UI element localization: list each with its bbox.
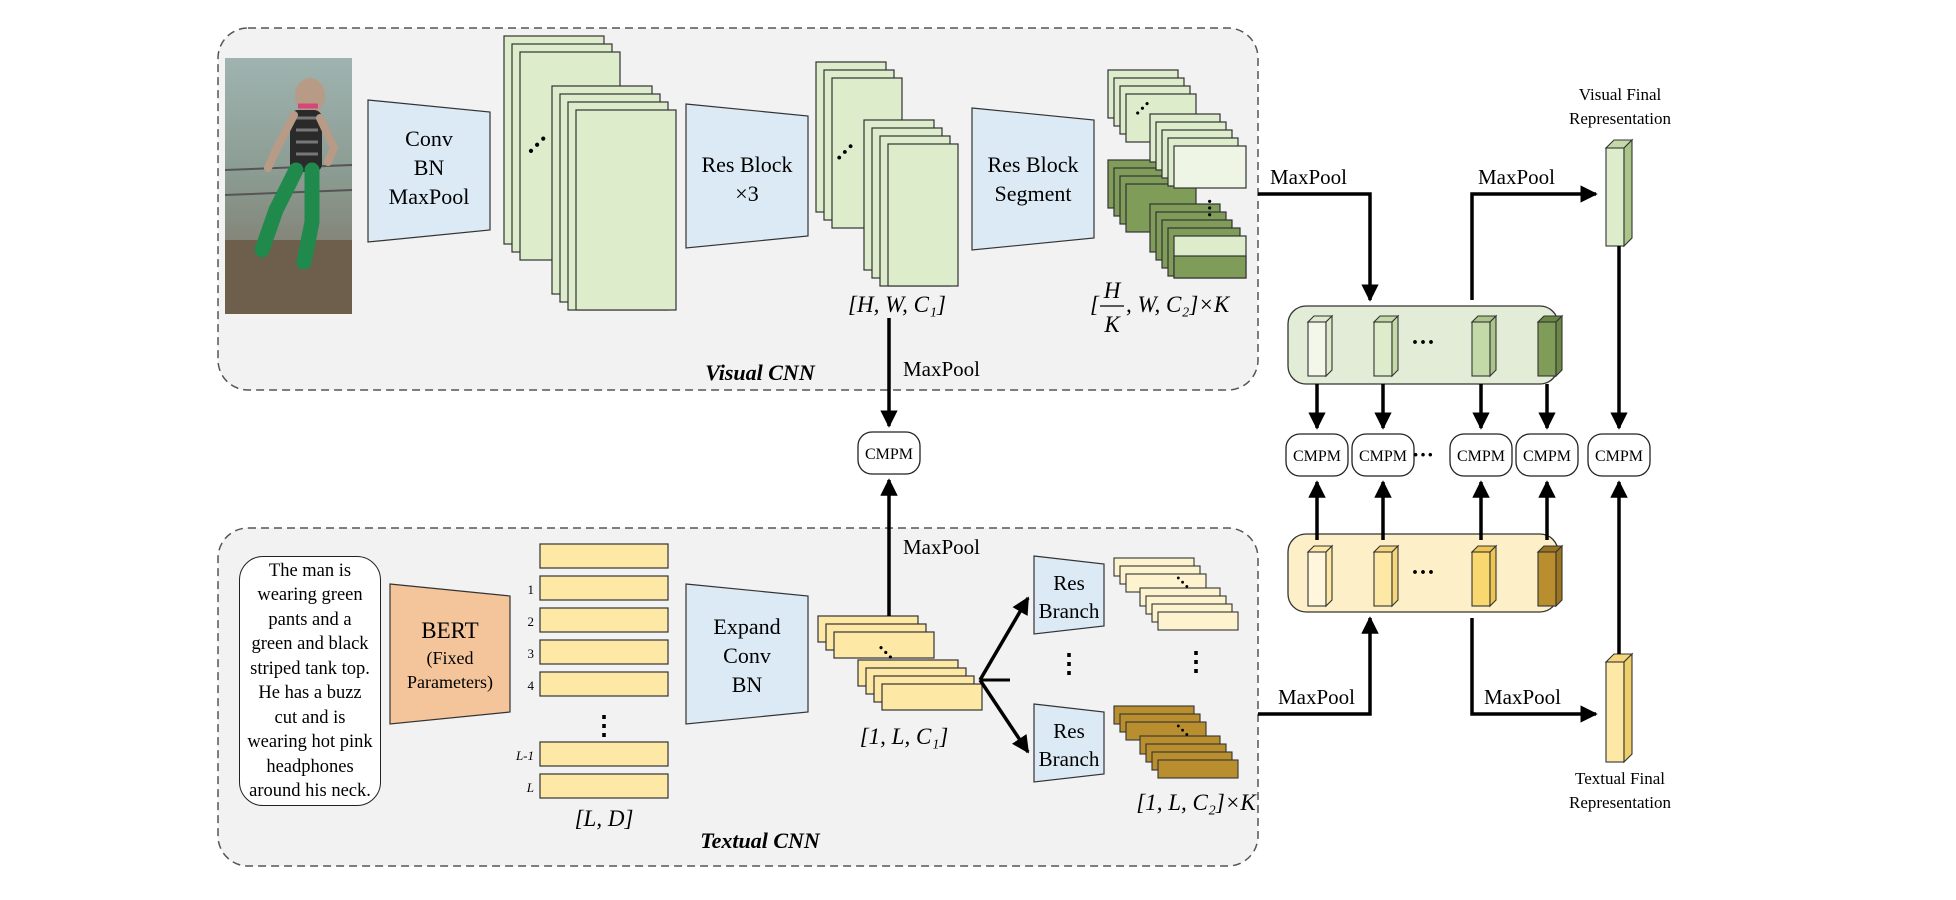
token-embedding-l bbox=[539, 773, 669, 799]
token-index-4: 4 bbox=[528, 678, 535, 693]
text-feature-stack-1: ··· [1, L, C₁] bbox=[817, 615, 983, 749]
shape-1-l-c1: [1, L, C₁] bbox=[860, 724, 949, 749]
conv-label: Conv bbox=[405, 126, 453, 151]
visual-final-line2: Representation bbox=[1569, 109, 1671, 128]
shape2-numerator: H bbox=[1103, 278, 1122, 303]
shape-1-l-c2-k: [1, L, C₂]×K bbox=[1136, 790, 1257, 815]
textual-parts-dots: ··· bbox=[1411, 560, 1435, 586]
visual-part-feature-4 bbox=[1536, 314, 1564, 378]
token-index-3: 3 bbox=[528, 646, 535, 661]
res-block-seg-label: Res Block bbox=[987, 152, 1078, 177]
expand-conv-label: Conv bbox=[723, 643, 771, 668]
visual-parts-dots: ··· bbox=[1411, 330, 1435, 356]
cmpm-part-label-2: CMPM bbox=[1359, 448, 1407, 465]
token-index-1: 1 bbox=[528, 582, 535, 597]
textual-part-feature-2 bbox=[1372, 544, 1400, 608]
expand-label: Expand bbox=[713, 614, 780, 639]
input-caption: The man is wearing green pants and a gre… bbox=[239, 556, 381, 806]
token-embedding-4 bbox=[539, 671, 669, 697]
cmpm-part-1: CMPM bbox=[1285, 433, 1349, 477]
maxpool-label: MaxPool bbox=[389, 184, 470, 209]
expand-conv-bn-block: Expand Conv BN bbox=[685, 583, 809, 725]
token-embedding-l-1 bbox=[539, 741, 669, 767]
feature-map-stack-1: ··· bbox=[503, 35, 677, 311]
shape2-rest: , W, C₂]×K bbox=[1126, 292, 1231, 317]
res-branch-top: Res Branch bbox=[1033, 555, 1105, 635]
res-branch-top-line1: Res bbox=[1053, 571, 1085, 595]
cmpm-part-2: CMPM bbox=[1351, 433, 1415, 477]
feature-map-stack-2: ··· [H, W, C₁] bbox=[815, 61, 959, 317]
token-index-l-1: L-1 bbox=[515, 748, 534, 763]
cmpm-global-label: CMPM bbox=[865, 446, 913, 463]
visual-final-representation: Visual Final Representation bbox=[1569, 85, 1671, 248]
cmpm-part-label-3: CMPM bbox=[1457, 448, 1505, 465]
textual-part-feature-3 bbox=[1470, 544, 1498, 608]
visual-part-feature-3 bbox=[1470, 314, 1498, 378]
cmpm-global: CMPM bbox=[857, 431, 921, 475]
cmpm-final-label: CMPM bbox=[1595, 448, 1643, 465]
res-branch-bottom-line2: Branch bbox=[1039, 747, 1100, 771]
shape2-denominator: K bbox=[1103, 312, 1121, 337]
maxpool-visual-final: MaxPool bbox=[1478, 165, 1555, 189]
conv-bn-maxpool-block: Conv BN MaxPool bbox=[367, 99, 491, 243]
token-embedding-0 bbox=[539, 543, 669, 569]
cmpm-part-label-1: CMPM bbox=[1293, 448, 1341, 465]
token-index-l: L bbox=[526, 780, 534, 795]
branch-output-stack-light: ··· bbox=[1113, 557, 1239, 631]
token-embedding-2 bbox=[539, 607, 669, 633]
bn-label: BN bbox=[414, 155, 445, 180]
res-block-x3: Res Block ×3 bbox=[685, 103, 809, 249]
token-index-2: 2 bbox=[528, 614, 535, 629]
bert-label: BERT bbox=[421, 618, 478, 643]
textual-final-line1: Textual Final bbox=[1575, 769, 1665, 788]
expand-bn-label: BN bbox=[732, 672, 763, 697]
textual-part-feature-1 bbox=[1306, 544, 1334, 608]
maxpool-visual-center: MaxPool bbox=[903, 357, 980, 381]
arrows bbox=[880, 185, 1628, 723]
res-block-label: Res Block bbox=[701, 152, 792, 177]
input-person-image bbox=[224, 58, 353, 314]
cmpm-part-3: CMPM bbox=[1449, 433, 1513, 477]
visual-cnn-title: Visual CNN bbox=[705, 360, 816, 385]
maxpool-text-parts: MaxPool bbox=[1278, 685, 1355, 709]
bert-block: BERT (Fixed Parameters) bbox=[389, 583, 511, 725]
textual-cnn-title: Textual CNN bbox=[700, 828, 821, 853]
textual-part-feature-4 bbox=[1536, 544, 1564, 608]
token-embeddings: 0 1 2 3 4 ⋮ L-1 L [L, D] bbox=[515, 543, 669, 831]
maxpool-visual-parts: MaxPool bbox=[1270, 165, 1347, 189]
textual-final-line2: Representation bbox=[1569, 793, 1671, 812]
cmpm-part-label-4: CMPM bbox=[1523, 448, 1571, 465]
visual-part-feature-2 bbox=[1372, 314, 1400, 378]
visual-part-feature-1 bbox=[1306, 314, 1334, 378]
bert-parameters-label: Parameters) bbox=[407, 672, 493, 693]
segment-dots: ··· bbox=[1198, 198, 1220, 218]
cmpm-row-dots: ··· bbox=[1412, 442, 1434, 467]
res-block-segment: Res Block Segment bbox=[971, 107, 1095, 251]
token-vertical-dots: ⋮ bbox=[591, 711, 617, 740]
textual-final-representation: Textual Final Representation bbox=[1569, 652, 1671, 812]
token-embedding-1 bbox=[539, 575, 669, 601]
visual-final-line1: Visual Final bbox=[1579, 85, 1662, 104]
segmented-feature-stack: ··· ··· [ H K , W, C₂]×K bbox=[1090, 69, 1247, 337]
cmpm-part-4: CMPM bbox=[1515, 433, 1579, 477]
shape2-open: [ bbox=[1090, 292, 1100, 317]
res-branch-vertical-dots: ⋮ bbox=[1056, 649, 1082, 678]
segment-label: Segment bbox=[995, 181, 1072, 206]
maxpool-text-center: MaxPool bbox=[903, 535, 980, 559]
bert-fixed-label: (Fixed bbox=[427, 648, 474, 669]
res-branch-bottom: Res Branch bbox=[1033, 703, 1105, 783]
cmpm-final: CMPM bbox=[1587, 433, 1651, 477]
maxpool-text-final: MaxPool bbox=[1484, 685, 1561, 709]
branch-output-stack-gold: ··· [1, L, C₂]×K bbox=[1113, 705, 1257, 815]
res-branch-bottom-line1: Res bbox=[1053, 719, 1085, 743]
branch-outputs-vertical-dots: ⋮ bbox=[1183, 647, 1209, 676]
x3-label: ×3 bbox=[735, 181, 758, 206]
token-embedding-3 bbox=[539, 639, 669, 665]
shape-h-w-c1: [H, W, C₁] bbox=[848, 292, 946, 317]
res-branch-top-line2: Branch bbox=[1039, 599, 1100, 623]
shape-l-d: [L, D] bbox=[575, 806, 634, 831]
